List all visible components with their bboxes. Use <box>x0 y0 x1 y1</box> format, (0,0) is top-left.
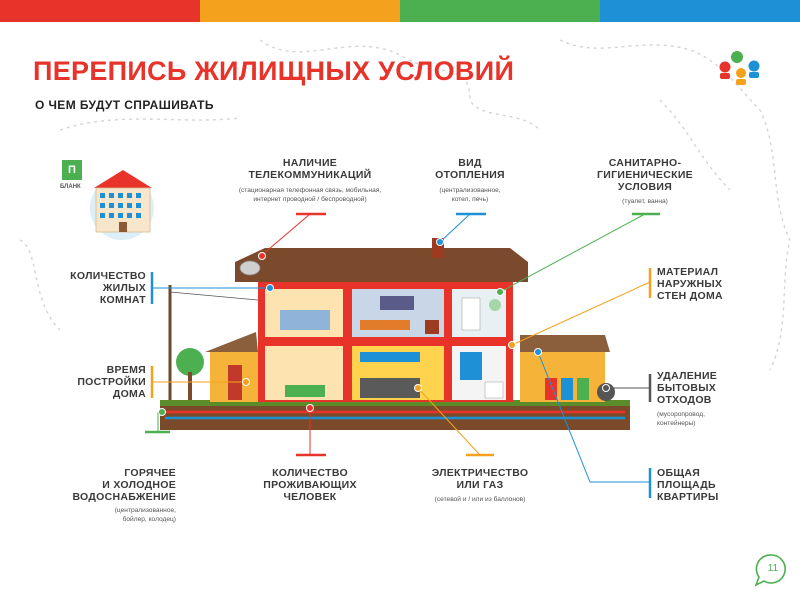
page-subtitle: О ЧЕМ БУДУТ СПРАШИВАТЬ <box>35 98 214 112</box>
label-waste-sub: (мусоропровод, контейнеры) <box>657 411 705 427</box>
blank-letter: П <box>68 164 76 176</box>
label-telecom: НАЛИЧИЕ ТЕЛЕКОММУНИКАЦИЙ <box>248 157 372 181</box>
label-walls: МАТЕРИАЛ НАРУЖНЫХ СТЕН ДОМА <box>657 266 723 302</box>
label-area: ОБЩАЯ ПЛОЩАДЬ КВАРТИРЫ <box>657 467 719 503</box>
label-sanitary: САНИТАРНО- ГИГИЕНИЧЕСКИЕ УСЛОВИЯ <box>597 157 693 193</box>
blank-caption: БЛАНК <box>60 184 81 190</box>
page-number: 11 <box>767 563 779 574</box>
stripe-red <box>0 0 200 22</box>
label-water-sub: (централизованное, бойлер, колодец) <box>114 507 176 523</box>
stripe-green <box>400 0 600 22</box>
label-telecom-sub: (стационарная телефонная связь, мобильна… <box>238 187 382 203</box>
label-waste: УДАЛЕНИЕ БЫТОВЫХ ОТХОДОВ <box>657 370 718 406</box>
label-energy-sub: (сетевой и / или из баллонов) <box>434 496 526 503</box>
label-heating-sub: (централизованное, котел, печь) <box>439 187 501 203</box>
label-built: ВРЕМЯ ПОСТРОЙКИ ДОМА <box>77 364 146 400</box>
stripe-orange <box>200 0 400 22</box>
page-title: ПЕРЕПИСЬ ЖИЛИЩНЫХ УСЛОВИЙ <box>33 56 515 86</box>
stripe-blue <box>600 0 800 22</box>
label-residents: КОЛИЧЕСТВО ПРОЖИВАЮЩИХ ЧЕЛОВЕК <box>263 467 357 503</box>
label-sanitary-sub: (туалет, ванна) <box>622 198 668 205</box>
blank-badge: П <box>62 160 82 180</box>
label-energy: ЭЛЕКТРИЧЕСТВО ИЛИ ГАЗ <box>431 467 529 491</box>
label-heating: ВИД ОТОПЛЕНИЯ <box>435 157 505 181</box>
label-water: ГОРЯЧЕЕ И ХОЛОДНОЕ ВОДОСНАБЖЕНИЕ <box>72 467 176 503</box>
label-rooms: КОЛИЧЕСТВО ЖИЛЫХ КОМНАТ <box>70 270 146 306</box>
